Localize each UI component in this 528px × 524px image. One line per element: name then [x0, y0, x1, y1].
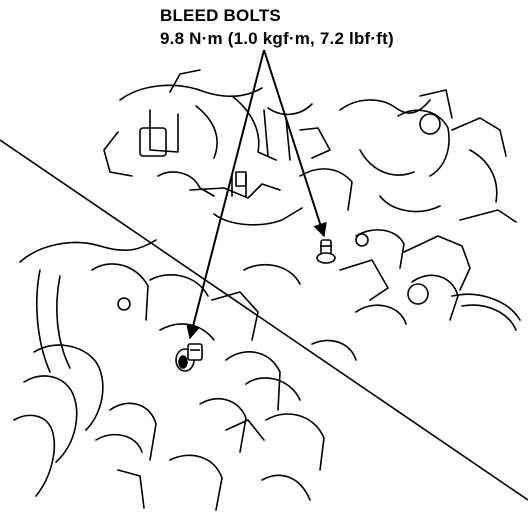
arrow-icon [186, 49, 265, 340]
lower-engine-block [13, 239, 357, 511]
section-cut-line [0, 139, 528, 501]
bleed-bolt-icon [316, 239, 336, 264]
bleed-bolt-icon [175, 343, 203, 372]
torque-spec: 9.8 N·m (1.0 kgf·m, 7.2 lbf·ft) [160, 29, 394, 48]
arrow-icon [263, 49, 327, 238]
right-side-components [339, 209, 521, 331]
callout-title: BLEED BOLTS [160, 6, 281, 25]
bleed-bolts-callout: BLEED BOLTS 9.8 N·m (1.0 kgf·m, 7.2 lbf·… [160, 4, 394, 50]
upper-engine-block [103, 69, 507, 226]
